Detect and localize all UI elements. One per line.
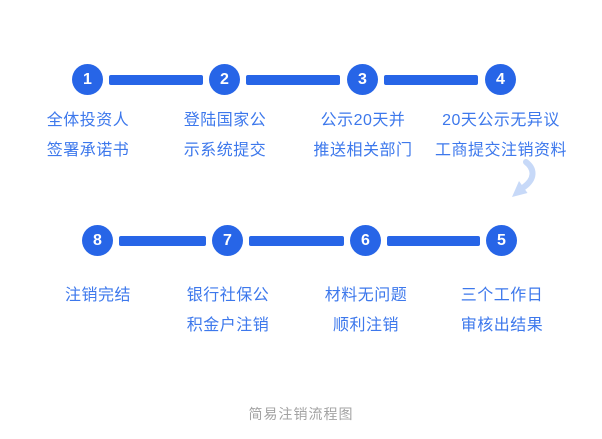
step-2-label-line2: 示系统提交	[183, 142, 267, 159]
step-1-label: 全体投资人 签署承诺书	[3, 106, 173, 166]
connector-2-3	[246, 75, 340, 85]
connector-7-6	[249, 236, 344, 246]
step-7-label-line1: 银行社保公	[186, 287, 270, 304]
step-3-circle: 3	[347, 64, 378, 95]
connector-6-5	[387, 236, 480, 246]
step-7-circle: 7	[212, 225, 243, 256]
connector-8-7	[119, 236, 206, 246]
step-3-label-line2: 推送相关部门	[313, 142, 413, 159]
step-7-label: 银行社保公 积金户注销	[143, 281, 313, 341]
step-1-label-line2: 签署承诺书	[46, 142, 130, 159]
step-3-label: 公示20天并 推送相关部门	[278, 106, 448, 166]
step-6-label-line1: 材料无问题	[324, 287, 408, 304]
step-8-label: 注销完结	[13, 281, 183, 311]
step-4-label-line2: 工商提交注销资料	[434, 142, 567, 159]
step-7-label-line2: 积金户注销	[186, 317, 270, 334]
step-4-label-line1: 20天公示无异议	[442, 112, 560, 129]
step-8-label-line1: 注销完结	[64, 287, 131, 304]
step-2-circle: 2	[209, 64, 240, 95]
step-8-circle: 8	[82, 225, 113, 256]
step-1-circle: 1	[72, 64, 103, 95]
diagram-caption: 简易注销流程图	[248, 406, 354, 422]
step-5-label-line2: 审核出结果	[460, 317, 544, 334]
step-3-label-line1: 公示20天并	[320, 112, 406, 129]
connector-3-4	[384, 75, 478, 85]
step-6-label: 材料无问题 顺利注销	[281, 281, 451, 341]
step-2-label: 登陆国家公 示系统提交	[140, 106, 310, 166]
curved-down-left-arrow-icon	[512, 159, 536, 197]
step-5-label: 三个工作日 审核出结果	[417, 281, 587, 341]
step-5-label-line1: 三个工作日	[460, 287, 544, 304]
step-1-label-line1: 全体投资人	[46, 112, 130, 129]
step-5-circle: 5	[486, 225, 517, 256]
step-6-label-line2: 顺利注销	[332, 317, 399, 334]
step-4-circle: 4	[485, 64, 516, 95]
step-6-circle: 6	[350, 225, 381, 256]
step-2-label-line1: 登陆国家公	[183, 112, 267, 129]
step-4-label: 20天公示无异议 工商提交注销资料	[416, 106, 586, 166]
connector-1-2	[109, 75, 203, 85]
